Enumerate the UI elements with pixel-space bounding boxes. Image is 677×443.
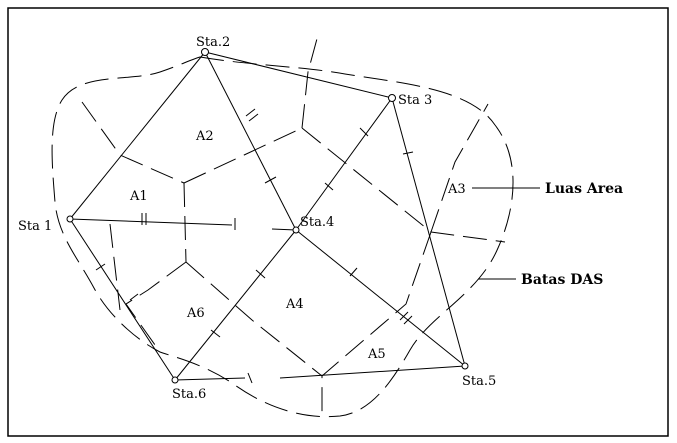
station-marker-2	[201, 48, 209, 56]
station-label-5: Sta.5	[462, 374, 496, 389]
catchment-boundary	[51, 56, 514, 418]
area-label-a4: A4	[285, 297, 304, 312]
area-label-a3: A3	[447, 182, 466, 197]
station-label-2: Sta.2	[196, 35, 230, 50]
thiessen-boundaries	[81, 34, 506, 418]
luas-area-label: Luas Area	[545, 181, 623, 197]
station-marker-4	[292, 226, 300, 234]
station-marker-6	[171, 376, 179, 384]
station-label-1: Sta 1	[18, 219, 52, 234]
station-network	[69, 51, 466, 381]
area-label-a5: A5	[367, 347, 386, 362]
station-markers	[66, 48, 469, 384]
station-label-4: Sta.4	[300, 215, 334, 230]
station-label-3: Sta 3	[398, 93, 432, 108]
station-label-6: Sta.6	[172, 387, 206, 402]
station-marker-5	[461, 362, 469, 370]
area-label-a1: A1	[129, 189, 148, 204]
station-marker-1	[66, 215, 74, 223]
batas-das-label: Batas DAS	[521, 272, 603, 288]
area-label-a6: A6	[186, 306, 205, 321]
diagram-border	[7, 7, 669, 437]
station-marker-3	[388, 94, 396, 102]
area-label-a2: A2	[195, 129, 214, 144]
bisector-ticks	[95, 108, 414, 384]
